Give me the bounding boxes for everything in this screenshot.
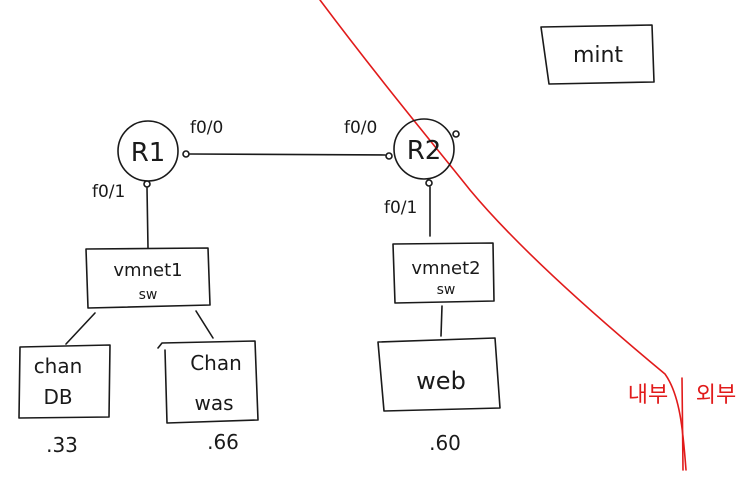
switch-vmnet2-type: sw xyxy=(437,282,456,298)
mint-label: mint xyxy=(573,43,623,68)
chan-db-label-line1: chan xyxy=(34,354,83,378)
r2-f01-port xyxy=(425,179,433,187)
switch-vmnet1-label: vmnet1 xyxy=(113,260,182,281)
switch-vmnet1 xyxy=(85,247,211,309)
chan-db-ip: .33 xyxy=(46,433,78,457)
r1-f00-label: f0/0 xyxy=(190,118,223,138)
r2-f00-label: f0/0 xyxy=(344,118,377,138)
router-r2 xyxy=(393,118,455,180)
router-r1-label: R1 xyxy=(131,138,166,168)
chan-db-label-line2: DB xyxy=(43,385,72,409)
switch2-web-link xyxy=(440,305,443,337)
network-boundary-line xyxy=(319,0,687,471)
r1-f00-port xyxy=(182,150,190,158)
chan-db-box xyxy=(18,344,111,419)
switch-vmnet1-type: sw xyxy=(139,287,158,303)
r1-r2-link xyxy=(189,153,386,156)
zone-divider-line xyxy=(681,377,684,471)
r2-extra-port xyxy=(452,130,460,138)
web-ip: .60 xyxy=(429,431,461,455)
zone-external-label: 외부 xyxy=(696,383,736,408)
switch1-chan-db-link xyxy=(65,312,96,345)
router-r2-label: R2 xyxy=(407,136,442,166)
chan-was-label-line2: was xyxy=(194,391,233,415)
web-label: web xyxy=(416,367,466,395)
r1-switch1-link xyxy=(146,187,149,249)
web-box xyxy=(377,337,501,412)
zone-internal-label: 내부 xyxy=(628,383,668,408)
switch-vmnet2 xyxy=(392,242,495,304)
chan-was-ip: .66 xyxy=(207,430,239,454)
chan-was-box xyxy=(157,340,259,424)
r1-f01-port xyxy=(143,180,151,188)
r2-f01-label: f0/1 xyxy=(384,198,417,218)
mint-box xyxy=(540,24,655,85)
r2-f00-port xyxy=(385,152,393,160)
chan-was-label-line1: Chan xyxy=(190,351,242,375)
r1-f01-label: f0/1 xyxy=(92,182,125,202)
switch-vmnet2-label: vmnet2 xyxy=(411,258,480,279)
switch1-chan-was-link xyxy=(195,310,214,339)
